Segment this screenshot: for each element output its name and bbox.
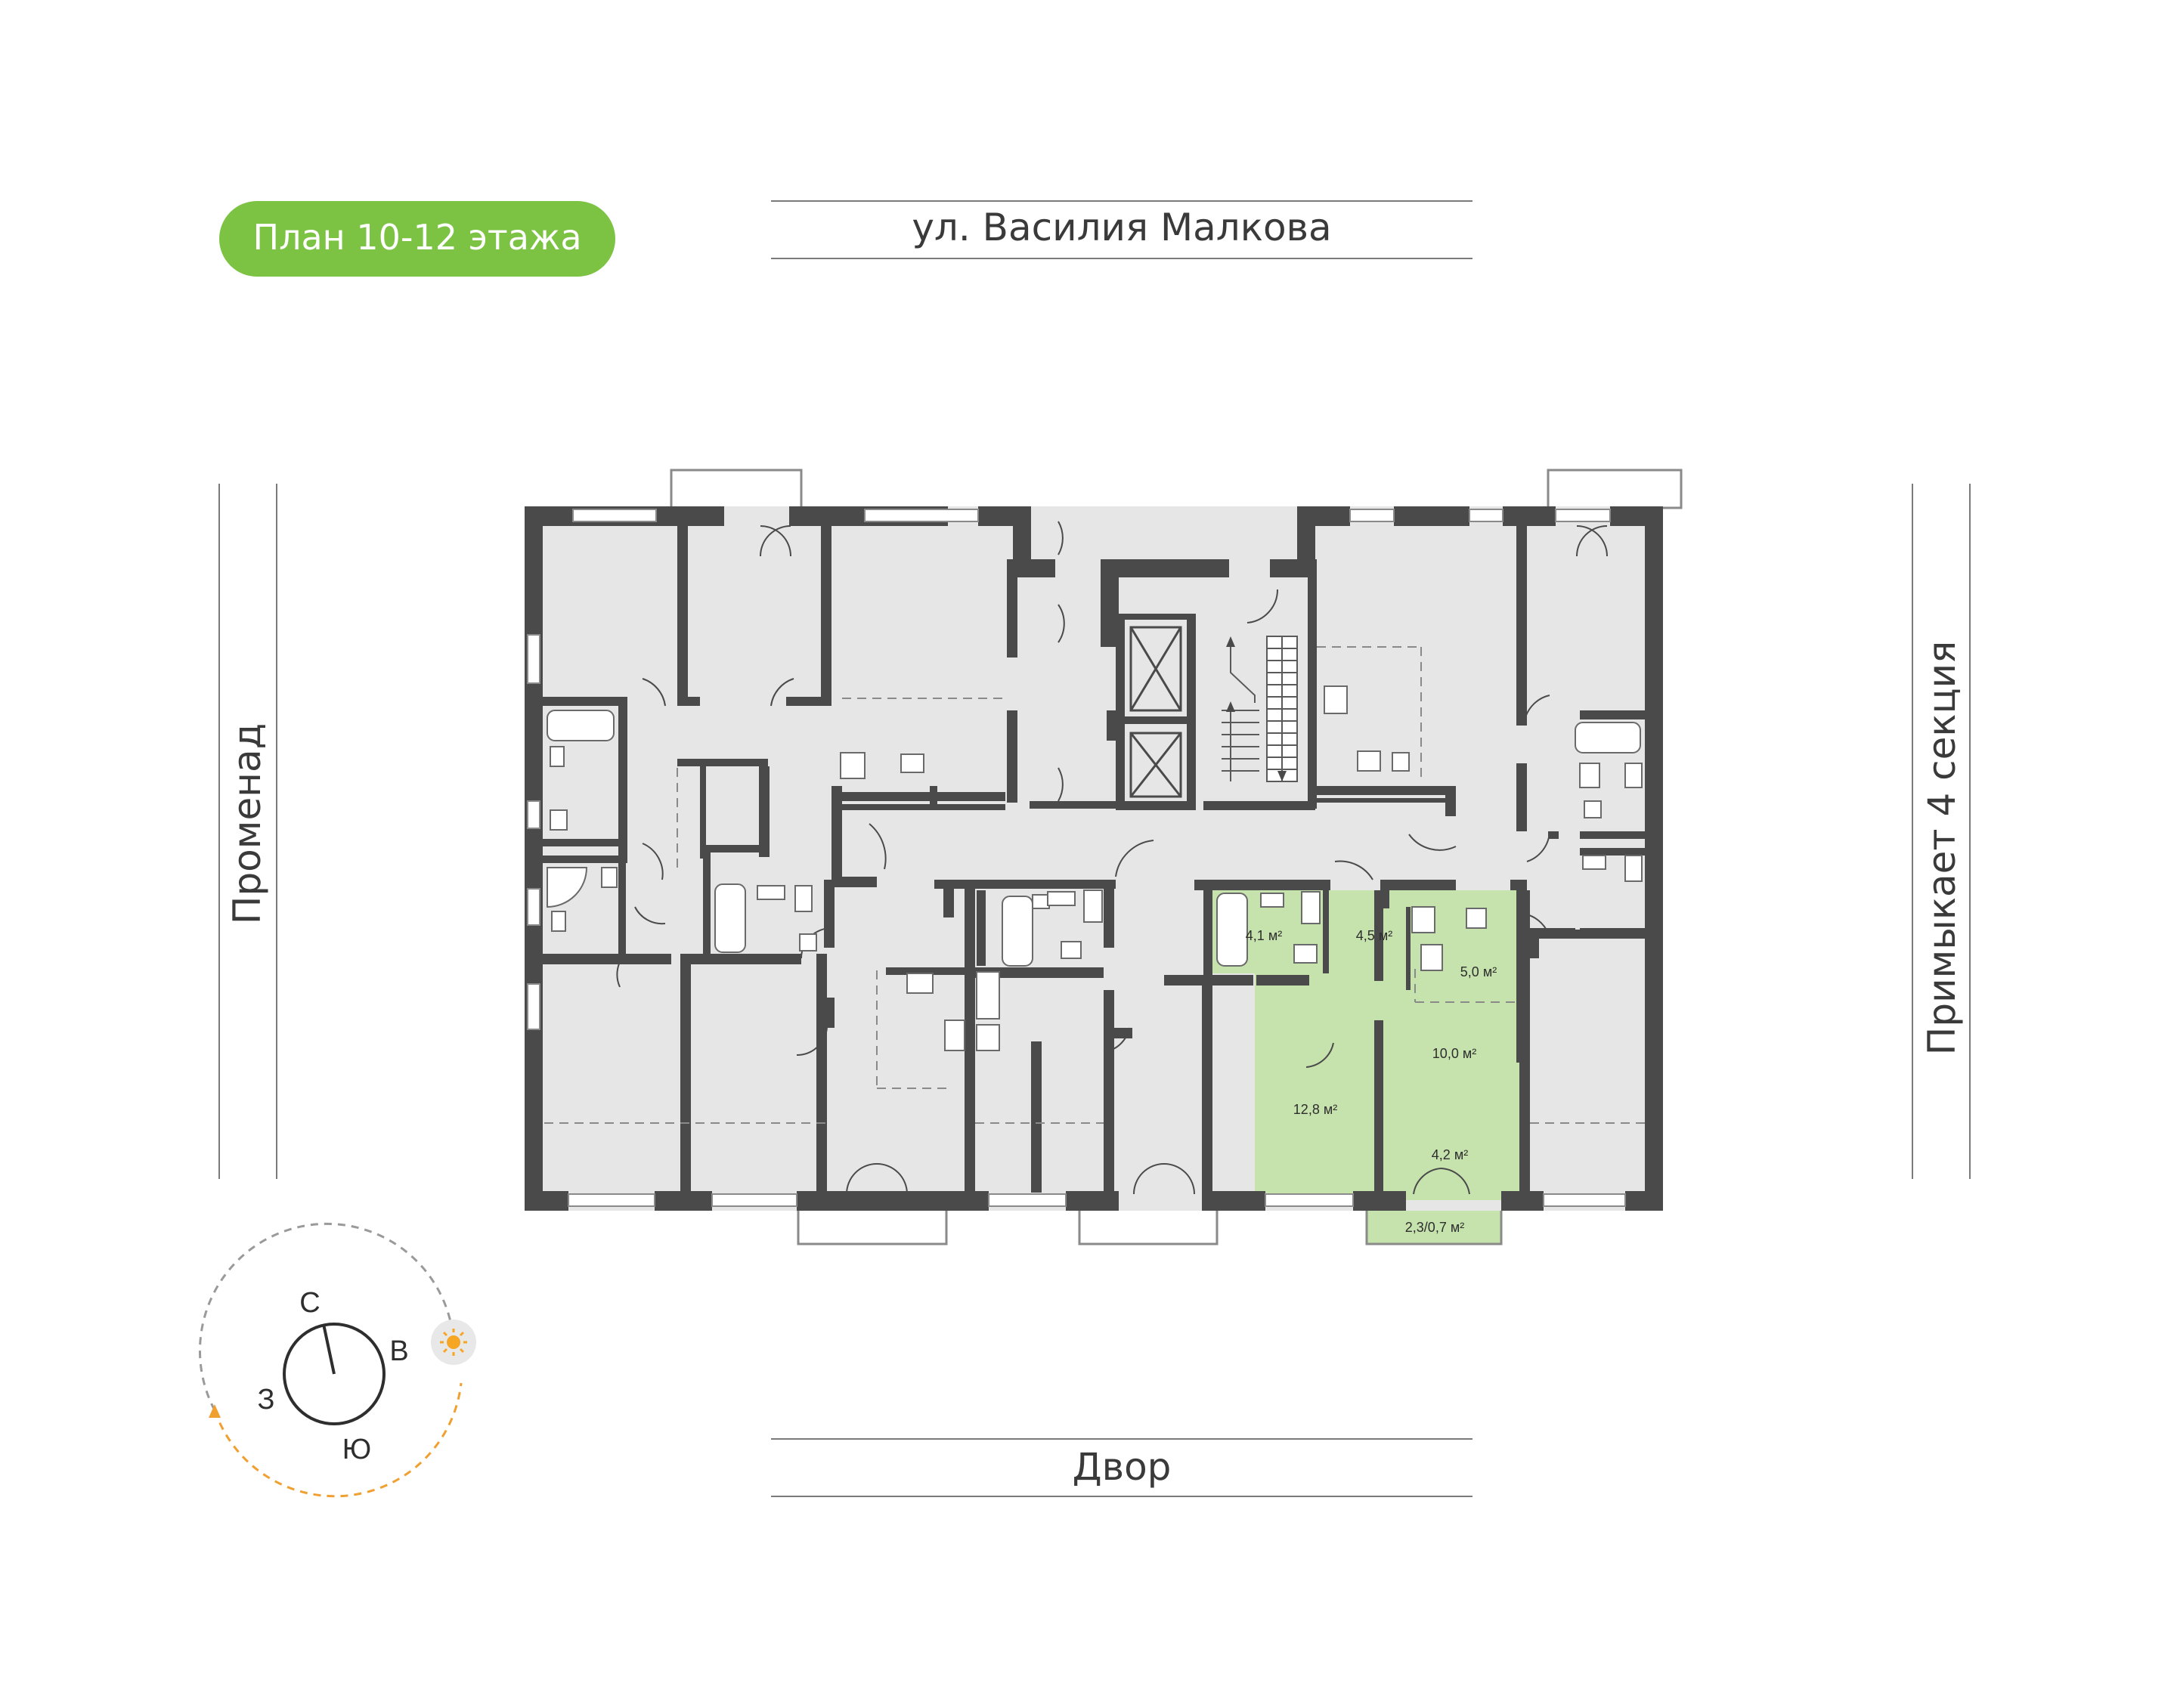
floor-plan: 4,1 м² 4,5 м² 5,0 м² 10,0 м² 12,8 м² 4,2…	[525, 469, 1683, 1245]
street-bottom-label: Двор	[1073, 1445, 1172, 1489]
stairs	[1222, 636, 1298, 782]
street-top-label: ул. Василия Малкова	[912, 206, 1331, 249]
area-bathroom: 4,1 м²	[1246, 928, 1282, 943]
area-balcony: 2,3/0,7 м²	[1405, 1220, 1464, 1235]
sun-icon	[431, 1320, 476, 1365]
street-left-label: Променад	[225, 723, 269, 924]
area-loggia-zone: 4,2 м²	[1432, 1147, 1468, 1162]
street-bottom: Двор	[771, 1438, 1472, 1497]
compass: С В Ю З	[199, 1222, 476, 1498]
balcony-top-left	[670, 469, 803, 509]
street-top: ул. Василия Малкова	[771, 200, 1472, 259]
floor-title: План 10-12 этажа	[252, 217, 581, 258]
compass-west: З	[258, 1384, 275, 1416]
area-hall: 4,5 м²	[1356, 928, 1392, 943]
street-right-label: Примыкает 4 секция	[1920, 641, 1964, 1055]
compass-north: С	[299, 1287, 320, 1319]
compass-south: Ю	[342, 1434, 371, 1465]
balcony-top-right	[1547, 469, 1683, 509]
street-left: Променад	[218, 484, 277, 1179]
elevator-shafts	[1129, 626, 1182, 798]
area-kitchen: 5,0 м²	[1460, 964, 1497, 979]
area-bedroom: 12,8 м²	[1293, 1102, 1337, 1117]
street-right: Примыкает 4 секция	[1912, 484, 1971, 1179]
floor-title-badge: План 10-12 этажа	[219, 201, 615, 277]
compass-east: В	[389, 1335, 408, 1367]
area-living: 10,0 м²	[1432, 1046, 1476, 1061]
